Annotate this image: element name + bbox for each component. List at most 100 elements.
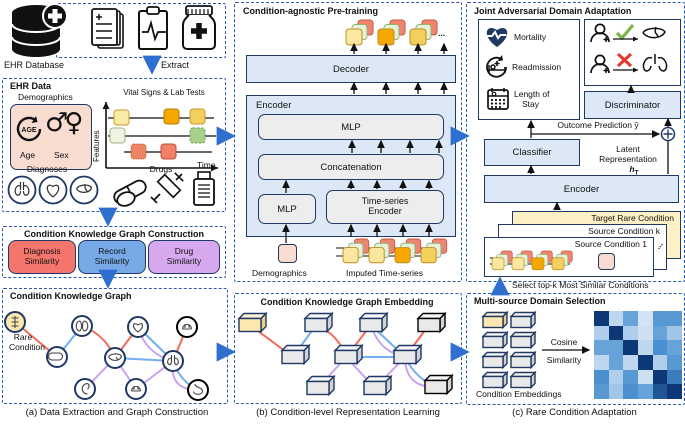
timeseries-stack [511, 250, 533, 271]
timeseries-stack [368, 238, 396, 264]
timeseries-stack [342, 238, 370, 264]
heatmap-cell [667, 311, 682, 326]
condition-node [71, 315, 93, 337]
condition-knowledge-graph [4, 311, 209, 401]
rare-condition-node [4, 311, 26, 333]
jada-title: Joint Adversarial Domain Adaptation [474, 6, 632, 16]
outcome-prediction-label: Outcome Prediction ŷ [557, 120, 639, 130]
patient-icon [590, 23, 610, 43]
heatmap-cell [623, 384, 638, 399]
timeseries-stack [409, 19, 438, 46]
clipboard-plus-icon [91, 8, 124, 49]
heatmap-cell [638, 369, 653, 385]
heatmap-cell [652, 311, 668, 326]
timeseries-stack [394, 238, 422, 264]
classifier-box: Classifier [484, 139, 580, 166]
condition-node [46, 346, 68, 368]
heatmap-cell [638, 311, 653, 326]
concatenation-label: Concatenation [320, 161, 382, 173]
source-demographics-square [598, 253, 615, 270]
rare-condition-label2: Condition [9, 342, 45, 352]
predictions-content [590, 23, 668, 74]
heatmap-cell [608, 355, 624, 370]
time-axis-label: Time [197, 160, 216, 170]
heatmap-cell [594, 384, 609, 399]
cosine-label2: Similarity [546, 355, 582, 365]
bottle-icon [193, 171, 215, 206]
diagnoses-icons [7, 175, 99, 205]
mlp-top-box: MLP [258, 114, 444, 140]
heatmap-cell [638, 355, 653, 370]
heatmap-cell [652, 355, 668, 370]
heatmap-cell [652, 384, 668, 399]
decoder-output-stacks [345, 19, 438, 46]
drug-similarity-box: Drug Similarity [148, 240, 220, 274]
vitals-chart [102, 102, 218, 172]
embedding-cube [509, 350, 537, 370]
discriminator-box: Discriminator [584, 91, 681, 119]
medicine-jar-icon [182, 5, 216, 50]
timeseries-stack [551, 250, 573, 271]
select-topk-label: Select top-k Most Similar Conditions [512, 280, 649, 290]
demographics-card [10, 104, 92, 170]
embedding-cube [509, 330, 537, 350]
embedding-graph [237, 311, 454, 397]
heatmap-cell [623, 369, 638, 385]
heatmap-cell [608, 369, 624, 385]
heatmap-cell [667, 325, 682, 341]
knowledge-graph-title: Condition Knowledge Graph [10, 291, 132, 301]
liver-circle-icon [69, 175, 99, 205]
sex-icons: ♂♀ [45, 108, 83, 138]
heatmap-cell [667, 384, 682, 399]
embedding-cube [358, 311, 389, 334]
source-condition-1-label: Source Condition 1 [574, 239, 647, 249]
heatmap-cell [594, 340, 609, 355]
readmission-label: Readmission [512, 62, 562, 72]
mlp-bottom-box: MLP [258, 194, 316, 224]
heatmap-cell [594, 355, 609, 370]
male-icon: ♂ [45, 108, 68, 138]
syringe-icon [150, 172, 184, 204]
condition-node [125, 378, 147, 400]
database-icon [11, 3, 68, 57]
heatmap-cell [667, 340, 682, 355]
extract-label: Extract [161, 60, 190, 70]
embedding-cube [509, 310, 537, 330]
calendar-icon [487, 88, 509, 110]
imputed-label: Imputed Time-series [346, 268, 423, 278]
mortality-label: Mortality [514, 32, 547, 42]
embedding-cube [305, 374, 336, 397]
imputed-timeseries-stacks [336, 238, 448, 264]
condition-node [162, 350, 184, 372]
rare-embedding-cube [481, 310, 509, 330]
mlp-bottom-label: MLP [277, 203, 297, 215]
condition-embeddings-cubes [481, 310, 537, 390]
female-icon: ♀ [64, 108, 83, 138]
drug-similarity-line1: Drug [174, 246, 194, 257]
adapt-encoder-label: Encoder [563, 183, 600, 195]
caption-c: (c) Rare Condition Adaptation [512, 407, 637, 418]
timeseries-stack [377, 19, 406, 46]
diagnosis-similarity-line1: Diagnosis [23, 246, 61, 257]
decoder-box: Decoder [246, 55, 456, 83]
msds-title: Multi-source Domain Selection [474, 296, 606, 306]
embedding-cube [509, 370, 537, 390]
embedding-cube [481, 370, 509, 390]
check-icon [615, 23, 635, 41]
caption-b: (b) Condition-level Representation Learn… [256, 407, 440, 418]
heatmap-cell [652, 340, 668, 355]
classifier-label: Classifier [512, 147, 552, 158]
age-icon: AGE [16, 116, 42, 142]
heatmap-cell [667, 369, 682, 385]
latent-symbol: hT [614, 164, 654, 177]
demographics-input-label: Demographics [252, 268, 307, 278]
mortality-icon [486, 28, 508, 47]
condition-node [127, 316, 149, 338]
sex-label: Sex [54, 150, 69, 160]
heatmap-cell [652, 325, 668, 341]
timeseries-stack [345, 19, 374, 46]
heatmap-cell [608, 325, 624, 341]
demographics-input-square [278, 244, 297, 263]
heatmap-cell [623, 325, 638, 341]
heatmap-cell [667, 355, 682, 370]
